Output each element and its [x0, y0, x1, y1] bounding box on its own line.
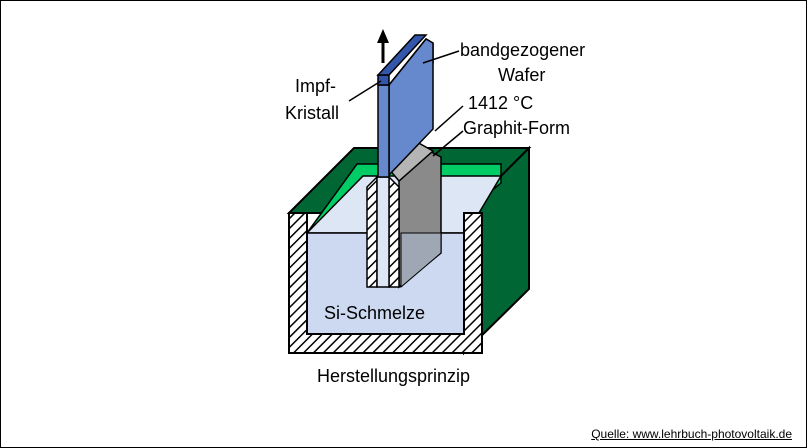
- label-temperature: 1412 °C: [468, 93, 533, 113]
- seed-crystal: [377, 74, 390, 86]
- label-seed-line2: Kristall: [285, 103, 339, 123]
- leader-mold: [432, 130, 464, 157]
- source-link[interactable]: Quelle: www.lehrbuch-photovoltaik.de: [591, 427, 792, 441]
- graphite-slit: [376, 176, 390, 288]
- wafer-ribbon-front: [377, 84, 390, 178]
- label-caption: Herstellungsprinzip: [317, 366, 470, 386]
- label-wafer-line2: Wafer: [498, 65, 545, 85]
- label-wafer-line1: bandgezogener: [460, 40, 585, 60]
- crucible-front-wall: [288, 212, 483, 354]
- leader-seed: [348, 80, 382, 102]
- label-seed-line1: Impf-: [295, 76, 336, 96]
- leader-wafer: [422, 50, 460, 64]
- label-mold: Graphit-Form: [463, 118, 570, 138]
- graphite-mold-right: [388, 175, 400, 288]
- pull-arrow-icon: [377, 29, 389, 43]
- leader-temperature: [434, 105, 464, 132]
- seed-crystal-top: [376, 34, 428, 76]
- graphite-mold-left: [366, 175, 378, 288]
- graphite-mold-submerged: [400, 232, 442, 289]
- label-melt: Si-Schmelze: [324, 303, 425, 323]
